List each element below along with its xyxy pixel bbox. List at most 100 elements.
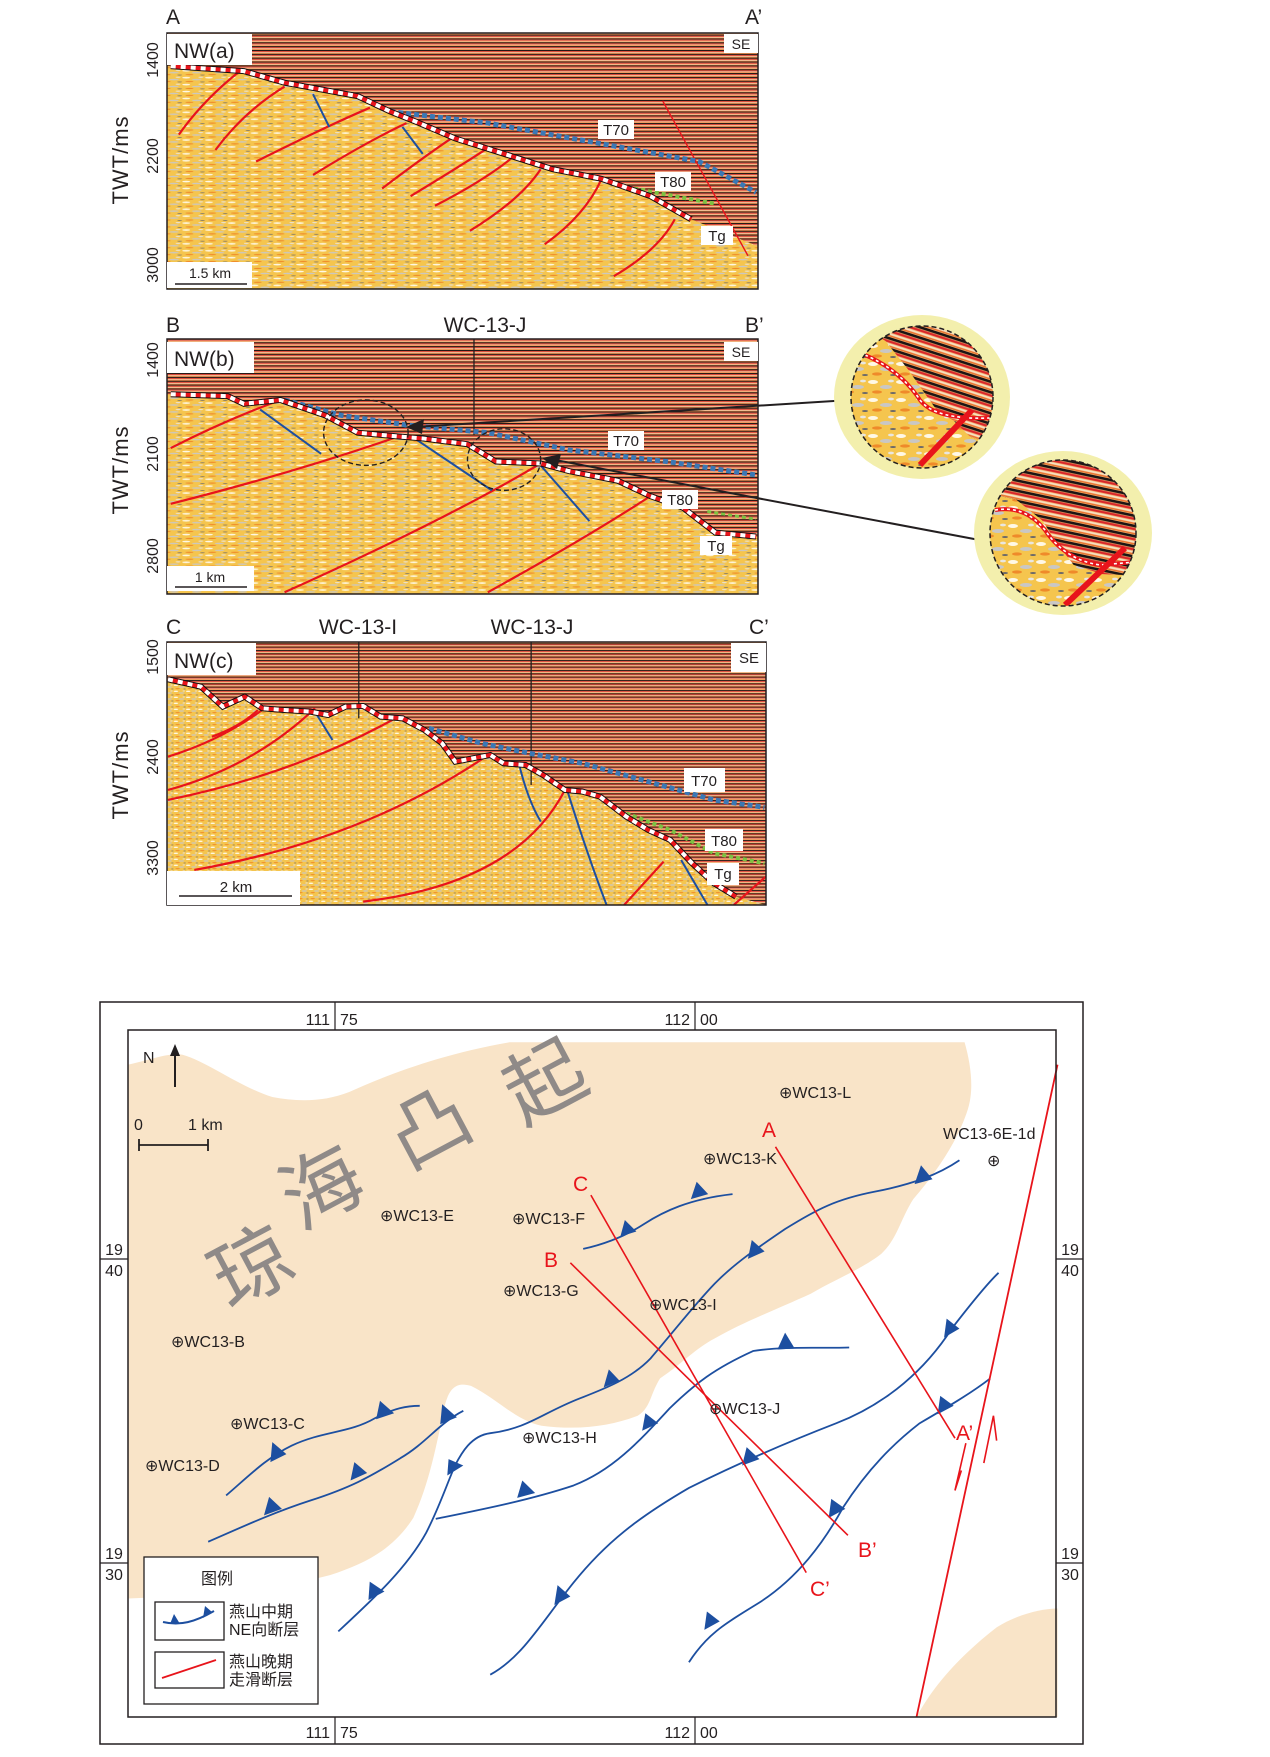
svg-text:⊕WC13-K: ⊕WC13-K (703, 1151, 777, 1168)
horizon-label-box (608, 431, 644, 450)
y-tick: 2200 (145, 138, 162, 174)
strike-slip-fault (917, 1065, 1058, 1717)
latitude-degree: 19 (105, 1242, 123, 1259)
horizon-label-tg: Tg (714, 866, 732, 883)
section-start-label: C (166, 616, 181, 639)
well-marker[interactable]: ⊕WC13-I (649, 1297, 717, 1314)
north-label: N (143, 1050, 155, 1067)
well-marker[interactable]: WC13-6E-1d ⊕ (943, 1126, 1035, 1170)
svg-text:⊕WC13-F: ⊕WC13-F (512, 1211, 585, 1228)
svg-text:⊕: ⊕ (987, 1153, 1000, 1170)
longitude-degree: 112 (664, 1725, 690, 1742)
horizon-label-tg: Tg (708, 228, 726, 245)
horizon-label-box (598, 120, 634, 139)
longitude-degree: 111 (306, 1012, 330, 1029)
section-frame (166, 338, 759, 595)
detail-circle-2 (467, 429, 540, 491)
scale-bar-label: 1.5 km (189, 265, 231, 281)
strike-slip-faults (171, 400, 651, 592)
section-frame (166, 32, 759, 290)
scale-length: 1 km (188, 1117, 223, 1134)
seismic-section-b: B WC-13-J B’ NW(b) SE 1400 2100 2800 TWT… (108, 314, 1152, 615)
latitude-minute: 40 (105, 1263, 123, 1280)
horizon-label-box (655, 172, 691, 191)
y-axis-label: TWT/ms (108, 115, 133, 204)
well-marker[interactable]: ⊕WC13-H (522, 1430, 597, 1447)
y-tick: 1500 (145, 639, 162, 675)
svg-text:WC13-6E-1d: WC13-6E-1d (943, 1126, 1035, 1143)
legend-title: 图例 (201, 1570, 233, 1588)
horizon-label-box (701, 226, 733, 245)
map-legend: 图例 燕山中期 NE向断层 燕山晚期 走滑断层 (143, 1556, 319, 1705)
latitude-minute: 30 (1061, 1567, 1079, 1584)
legend-label: 燕山晚期 (229, 1653, 293, 1671)
map-section-label-b: B (544, 1249, 558, 1272)
section-lines (570, 1147, 955, 1573)
well-marker[interactable]: ⊕WC13-E (380, 1208, 454, 1225)
scale-zero: 0 (134, 1117, 143, 1134)
well-marker[interactable]: ⊕WC13-G (503, 1283, 579, 1300)
well-marker[interactable]: ⊕WC13-K (703, 1151, 777, 1168)
latitude-degree: 19 (105, 1546, 123, 1563)
scale-bar-box (167, 871, 300, 905)
y-tick: 3300 (145, 840, 162, 876)
section-line-b (570, 1263, 848, 1535)
longitude-minute: 75 (340, 1725, 358, 1742)
well-marker[interactable]: ⊕WC13-B (171, 1334, 245, 1351)
wells: ⊕WC13-L ⊕WC13-K WC13-6E-1d ⊕ ⊕WC13-E ⊕WC1… (145, 1085, 1035, 1475)
y-tick: 1400 (145, 342, 162, 378)
location-map: 111 75 112 00 111 75 112 00 19 40 19 30 … (99, 1001, 1084, 1745)
y-axis-label: TWT/ms (108, 730, 133, 819)
horizon-label-t80: T80 (660, 174, 686, 191)
north-arrow-icon (170, 1044, 180, 1087)
seismic-section-a: A A’ NW(a) SE 1400 2200 3000 TWT/ms 1.5 … (108, 6, 762, 290)
well-marker[interactable]: ⊕WC13-D (145, 1458, 220, 1475)
seismic-section-c: C WC-13-I WC-13-J C’ NW(c) SE 1500 2400 … (108, 616, 769, 906)
legend-swatch-strike-slip-fault (154, 1651, 225, 1689)
section-start-label: B (166, 314, 180, 337)
well-marker[interactable]: ⊕WC13-F (512, 1211, 585, 1228)
t70-horizon (390, 112, 756, 193)
se-label: SE (732, 36, 751, 52)
well-label: WC-13-J (444, 314, 527, 337)
y-tick: 2800 (145, 538, 162, 574)
uplift-area (916, 1608, 1058, 1718)
section-line-a (775, 1147, 954, 1438)
y-tick: 2400 (145, 739, 162, 775)
tg-horizon (171, 394, 756, 536)
scale-bar-label: 1 km (195, 569, 225, 585)
map-section-label-c-prime: C’ (810, 1578, 830, 1601)
section-start-label: A (166, 6, 180, 29)
horizon-label-box (707, 863, 739, 885)
legend-label: 燕山中期 (229, 1603, 293, 1621)
latitude-minute: 30 (105, 1567, 123, 1584)
well-marker[interactable]: ⊕WC13-J (709, 1401, 780, 1418)
well-label: WC-13-J (491, 616, 574, 639)
callout-arrows (406, 399, 991, 543)
longitude-minute: 00 (700, 1725, 718, 1742)
svg-text:⊕WC13-I: ⊕WC13-I (649, 1297, 717, 1314)
latitude-degree: 19 (1061, 1546, 1079, 1563)
ne-faults (315, 712, 708, 905)
svg-text:⊕WC13-B: ⊕WC13-B (171, 1334, 245, 1351)
latitude-degree: 19 (1061, 1242, 1079, 1259)
horizon-label-box (700, 536, 732, 555)
se-label-box (724, 34, 758, 53)
section-end-label: C’ (749, 616, 769, 639)
well-marker[interactable]: ⊕WC13-C (230, 1416, 305, 1433)
section-end-label: B’ (745, 314, 764, 337)
se-label: SE (739, 650, 759, 667)
uplift-area (128, 1042, 972, 1599)
map-section-label-a: A (762, 1119, 776, 1142)
nw-label-box (167, 342, 254, 373)
svg-text:⊕WC13-J: ⊕WC13-J (709, 1401, 780, 1418)
strike-slip-legend-icon (161, 1659, 217, 1679)
strike-slip-faults (168, 707, 766, 905)
map-section-label-b-prime: B’ (858, 1539, 877, 1562)
well-marker[interactable]: ⊕WC13-L (779, 1085, 851, 1102)
y-tick: 2100 (145, 436, 162, 472)
longitude-minute: 00 (700, 1012, 718, 1029)
well-label: WC-13-I (319, 616, 397, 639)
svg-text:⊕WC13-E: ⊕WC13-E (380, 1208, 454, 1225)
map-inner-frame (127, 1029, 1057, 1718)
